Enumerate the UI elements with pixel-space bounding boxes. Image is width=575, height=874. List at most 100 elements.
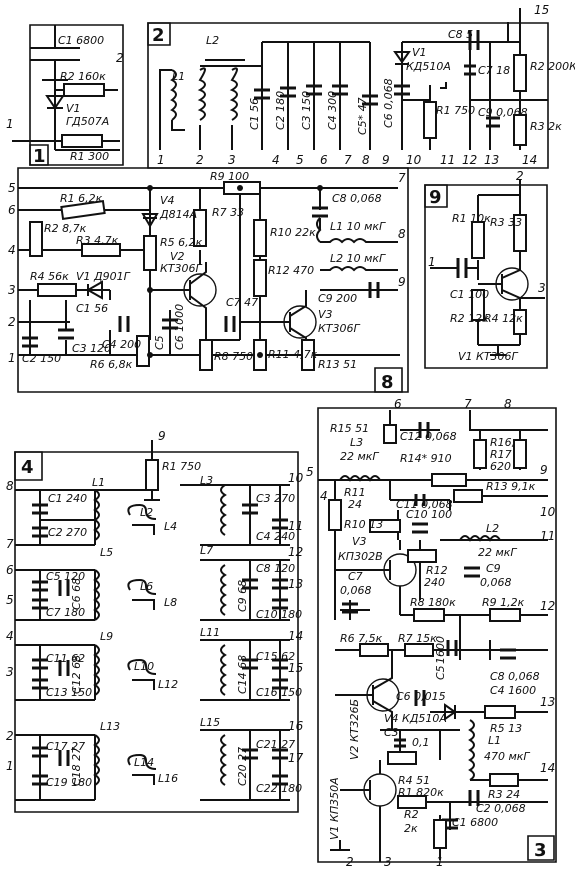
p3-terminal-1: 1 <box>436 855 444 869</box>
p8-terminal-3: 3 <box>8 283 16 297</box>
p4-l16-label: L16 <box>158 772 178 785</box>
p8-c1-label: C1 56 <box>76 302 108 315</box>
p3-r5-label: R5 13 <box>490 722 522 735</box>
p4-terminal-1: 1 <box>6 759 14 773</box>
p2-terminal-7: 7 <box>344 153 352 167</box>
p8-r8-label: R8 750 <box>214 350 253 363</box>
p8-r12-label: R12 470 <box>268 264 314 277</box>
p8-r2-label: R2 8,7к <box>44 222 87 235</box>
p8-c2-label: C2 150 <box>22 352 61 365</box>
p3-terminal-10: 10 <box>540 505 556 519</box>
p4-c21-label: C21 27 <box>256 738 295 751</box>
p9-terminal-3: 3 <box>538 281 546 295</box>
p8-v4-type: Д814А <box>159 208 197 221</box>
p3-r9-label: R9 1,2к <box>482 596 525 609</box>
p4-terminal-11: 11 <box>288 519 303 533</box>
p3-r16-label: R16, <box>490 436 515 449</box>
p2-c6-label: C6 0,068 <box>382 78 395 128</box>
p1-c1-label: C1 6800 <box>58 34 104 47</box>
p8-terminal-7: 7 <box>398 171 406 185</box>
p3-r12-value: 240 <box>424 576 445 589</box>
p3-v1-label: V1 КП350А <box>328 777 341 840</box>
p8-r9-label: R9 100 <box>210 170 249 183</box>
p3-terminal-12: 12 <box>540 599 555 613</box>
p4-terminal-8: 8 <box>6 479 14 493</box>
p4-c15-label: C15 62 <box>256 650 295 663</box>
p2-number: 2 <box>152 25 165 46</box>
panel-3: 3 <box>306 397 557 869</box>
p2-c8-label: C8 5 <box>448 28 473 41</box>
p8-r10-label: R10 22к <box>270 226 316 239</box>
p8-l1-label: L1 10 мкГ <box>330 220 386 233</box>
p2-terminal-6: 6 <box>320 153 328 167</box>
p3-terminal-6: 6 <box>394 397 402 411</box>
p4-l1-label: L1 <box>92 476 105 489</box>
p3-c6-label: C6 0,015 <box>396 690 446 703</box>
p3-c4-label: C4 1600 <box>490 684 536 697</box>
panel-8: 8 R1 6,2к R2 8,7к R3 4,7к R4 <box>8 167 409 393</box>
p3-c10-label: C10 100 <box>406 508 452 521</box>
p3-r11-value: 24 <box>348 498 362 511</box>
panel-4: 4 R1 750 C1 240 C2 270 L1 L2 L4 L5 L3 C <box>6 429 304 813</box>
p4-c12-label: C12 68 <box>70 655 83 694</box>
p4-l10-label: L10 <box>134 660 154 673</box>
p4-l7-label: L7 <box>200 544 213 557</box>
p3-c3-value: 0,1 <box>412 736 430 749</box>
p8-r13-label: R13 51 <box>318 358 357 371</box>
p3-terminal-5: 5 <box>306 465 314 479</box>
p8-v2-type: КТ306Г <box>160 262 203 275</box>
p8-number: 8 <box>381 372 394 393</box>
p4-r1-label: R1 750 <box>162 460 201 473</box>
p4-l11-label: L11 <box>200 626 220 639</box>
p8-c6-label: C6 1000 <box>173 304 186 350</box>
p4-l2-label: L2 <box>140 506 153 519</box>
p9-r3-label: R3 33 <box>490 216 522 229</box>
p9-c1-label: C1 100 <box>450 288 489 301</box>
p8-c9-label: C9 200 <box>318 292 357 305</box>
p3-v4-label: V4 КД510А <box>384 712 447 725</box>
panel-9: 9 R1 10к R3 33 C1 100 R2 12к R4 12к V1 К… <box>424 169 548 369</box>
p3-c2-label: C2 0,068 <box>476 802 526 815</box>
p3-c9-label: C9 <box>486 562 501 575</box>
p8-l2-label: L2 10 мкГ <box>330 252 386 265</box>
p8-c4-label: C4 200 <box>102 338 141 351</box>
p4-terminal-14: 14 <box>288 629 303 643</box>
p4-l9-label: L9 <box>100 630 113 643</box>
p3-c1-label: C1 6800 <box>452 816 498 829</box>
p9-r1-label: R1 10к <box>452 212 491 225</box>
p3-v3-label: V3 <box>352 535 367 548</box>
p1-r2-label: R2 160к <box>60 70 106 83</box>
p3-r1-label: R1 820к <box>398 786 444 799</box>
p4-c4-label: C4 240 <box>256 530 295 543</box>
p3-v2-label: V2 КТ326Б <box>348 699 361 760</box>
p3-r17-label: R17 <box>490 448 512 461</box>
p1-v1-label: V1 <box>66 102 81 115</box>
p3-c7-label: C7 <box>348 570 363 583</box>
p1-terminal-2: 2 <box>116 51 124 65</box>
p2-c4-label: C4 300 <box>326 91 339 130</box>
p4-terminal-3: 3 <box>6 665 14 679</box>
p3-terminal-7: 7 <box>464 397 472 411</box>
p4-terminal-7: 7 <box>6 537 14 551</box>
p2-c2-label: C2 180 <box>274 91 287 130</box>
p3-c12-label: C12 0,068 <box>400 430 457 443</box>
p1-r1-label: R1 300 <box>70 150 109 163</box>
p3-r16-value: 620 <box>490 460 511 473</box>
p8-r5-label: R5 6,2к <box>160 236 203 249</box>
p9-r2-label: R2 12к <box>450 312 489 325</box>
p2-terminal-10: 10 <box>406 153 422 167</box>
p2-l1-label: L1 <box>172 70 185 83</box>
p8-terminal-4: 4 <box>8 243 16 257</box>
p8-c5-label: C5 <box>153 335 166 350</box>
p2-c7-label: C7 18 <box>478 64 510 77</box>
p4-l8-label: L8 <box>164 596 177 609</box>
p3-r14-label: R14* 910 <box>400 452 452 465</box>
p2-terminal-15: 15 <box>534 3 549 17</box>
p2-terminal-13: 13 <box>484 153 499 167</box>
p4-c14-label: C14 68 <box>236 655 249 694</box>
p3-c8-label: C8 0,068 <box>490 670 540 683</box>
p3-r2-value: 2к <box>404 822 418 835</box>
p2-c9-label: C9 0,068 <box>478 106 528 119</box>
p2-c5-label: C5* 47 <box>356 97 369 135</box>
